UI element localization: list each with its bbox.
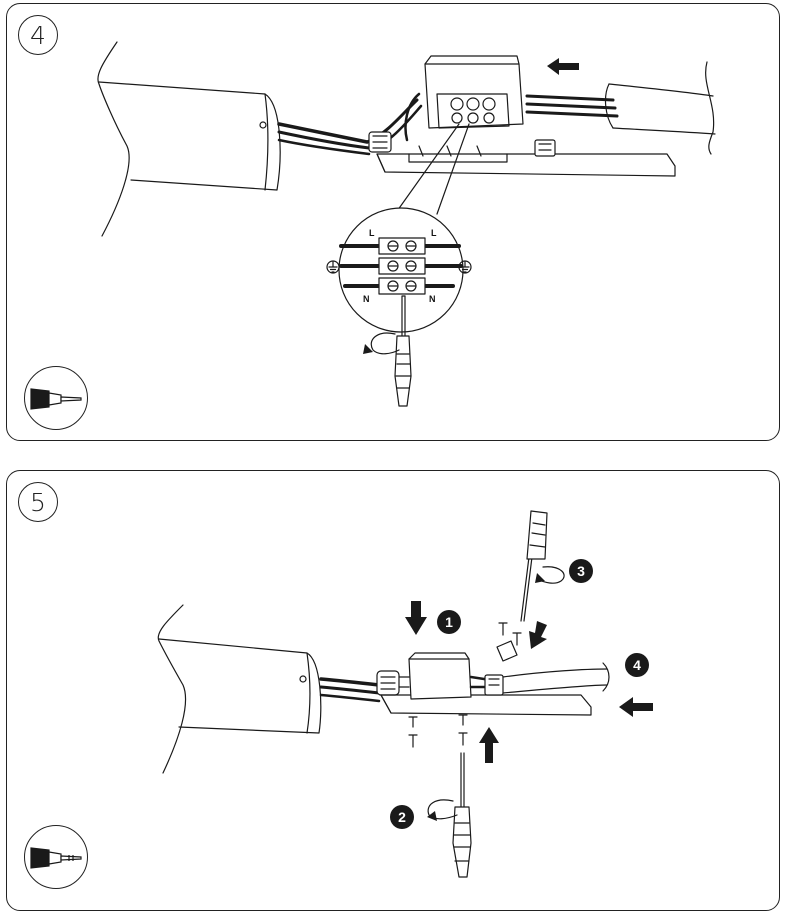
step-5-illustration: 1 2 3 4 xyxy=(157,510,653,878)
svg-text:4: 4 xyxy=(633,657,641,673)
earth-ground-icon xyxy=(326,260,340,274)
internal-wires xyxy=(319,677,381,703)
rotate-arrow-head xyxy=(363,344,373,354)
callout-2: 2 xyxy=(390,805,414,829)
svg-text:1: 1 xyxy=(445,614,453,630)
screwdriver-icon xyxy=(394,295,412,407)
svg-text:3: 3 xyxy=(577,563,585,579)
supply-cable xyxy=(502,662,610,694)
step-4-illustration: L L N N xyxy=(97,41,716,407)
screwdriver-icon xyxy=(520,510,548,622)
screwdriver-icon xyxy=(30,847,82,869)
screws-bottom xyxy=(408,714,468,748)
screwdriver-tool-badge xyxy=(24,825,88,889)
callout-4: 4 xyxy=(625,653,649,677)
connector-clip xyxy=(484,674,504,696)
supply-cable xyxy=(525,61,716,155)
svg-text:N: N xyxy=(363,294,370,304)
arrow-up-icon xyxy=(479,727,499,763)
step-4-panel: 4 xyxy=(6,3,780,441)
rotate-arrow-icon xyxy=(427,799,458,820)
cable-clamp xyxy=(376,670,400,696)
screwdriver-icon xyxy=(452,752,472,878)
rotate-arrow-head xyxy=(427,811,437,821)
mounting-plate xyxy=(376,145,676,177)
step-number-5: 5 xyxy=(18,482,58,522)
cable-clamp xyxy=(368,131,392,153)
earth-ground-icon xyxy=(458,260,472,274)
terminal-box xyxy=(404,55,524,142)
svg-text:L: L xyxy=(431,228,437,238)
arrow-left-icon xyxy=(547,58,579,75)
callout-1: 1 xyxy=(437,610,461,634)
internal-wires xyxy=(277,98,423,156)
arrow-down-left-icon xyxy=(529,621,547,649)
step-number-4: 4 xyxy=(18,15,58,55)
driver-box xyxy=(398,652,499,700)
luminaire-housing xyxy=(157,604,322,774)
screwdriver-tool-badge xyxy=(24,366,88,430)
mounting-plate xyxy=(380,694,592,716)
rotate-arrow-icon xyxy=(370,332,400,355)
svg-text:2: 2 xyxy=(398,809,406,825)
connector-clip xyxy=(534,139,556,157)
screws-top xyxy=(496,622,522,662)
step-5-panel: 5 xyxy=(6,470,780,911)
callout-3: 3 xyxy=(569,559,593,583)
svg-text:L: L xyxy=(369,228,375,238)
screwdriver-icon xyxy=(30,388,82,410)
arrow-down-icon xyxy=(405,601,427,635)
rotate-arrow-head xyxy=(535,573,545,583)
rotate-arrow-icon xyxy=(536,566,565,584)
svg-text:N: N xyxy=(429,294,436,304)
magnifier-detail xyxy=(338,207,464,333)
luminaire-housing xyxy=(97,41,281,237)
arrow-left-icon xyxy=(619,697,653,717)
